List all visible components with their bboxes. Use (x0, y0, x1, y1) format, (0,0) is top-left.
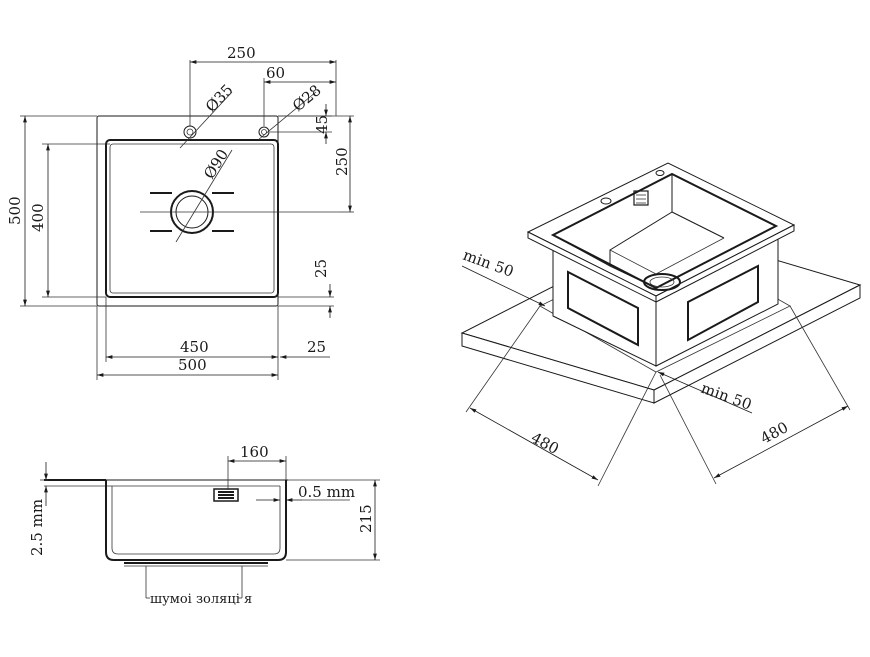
overflow-hole-icon (213, 488, 239, 502)
sink-outer-rim (96, 115, 279, 307)
sink-bowl-opening (550, 172, 779, 290)
dim-min50-right: min 50 (699, 379, 755, 414)
dim-215: 215 (357, 504, 375, 533)
dim-d90: Ø90 (200, 146, 232, 182)
dim-250-top: 250 (227, 44, 256, 62)
dim-400-left: 400 (29, 203, 47, 232)
iso-tap-hole-1-icon (600, 197, 612, 205)
countertop-side (653, 284, 861, 404)
dim-450: 450 (180, 338, 209, 356)
insulation-label: шумоі золяці я (150, 592, 252, 607)
dim-60: 60 (266, 64, 285, 82)
sink-bowl-inner (109, 143, 275, 294)
dim-160: 160 (240, 443, 269, 461)
iso-tap-hole-2-icon (655, 170, 665, 176)
top-view: 250 60 Ø35 Ø28 45 250 Ø90 500 (6, 44, 354, 380)
isometric-view: min 50 min 50 480 480 (461, 162, 862, 487)
tap-hole-28-icon (258, 126, 270, 138)
dim-250-side: 250 (333, 147, 351, 176)
dim-25-right: 25 (312, 259, 330, 278)
iso-drain-icon (643, 273, 681, 291)
dim-500-left: 500 (6, 196, 24, 225)
dim-d35: Ø35 (202, 81, 237, 116)
insulation-pad-right (687, 264, 759, 342)
dim-25mm: 2.5 mm (28, 499, 46, 556)
dim-05mm: 0.5 mm (298, 483, 355, 501)
dim-480-left: 480 (528, 429, 562, 458)
dim-min50-left: min 50 (461, 246, 517, 281)
dim-480-right: 480 (757, 418, 791, 447)
section-bowl-inner (111, 486, 281, 555)
insulation-pad-left (567, 270, 639, 347)
section-bowl-outer (105, 480, 287, 561)
dim-500-bottom: 500 (178, 356, 207, 374)
dim-45: 45 (313, 115, 331, 134)
tap-hole-35-icon (183, 125, 197, 139)
section-view: 160 0.5 mm 2.5 mm 215 шумоі золяці я (28, 443, 380, 607)
dim-25-bottom: 25 (307, 338, 326, 356)
brand-logo-icon (633, 190, 649, 206)
sink-bowl-outline (105, 139, 279, 298)
